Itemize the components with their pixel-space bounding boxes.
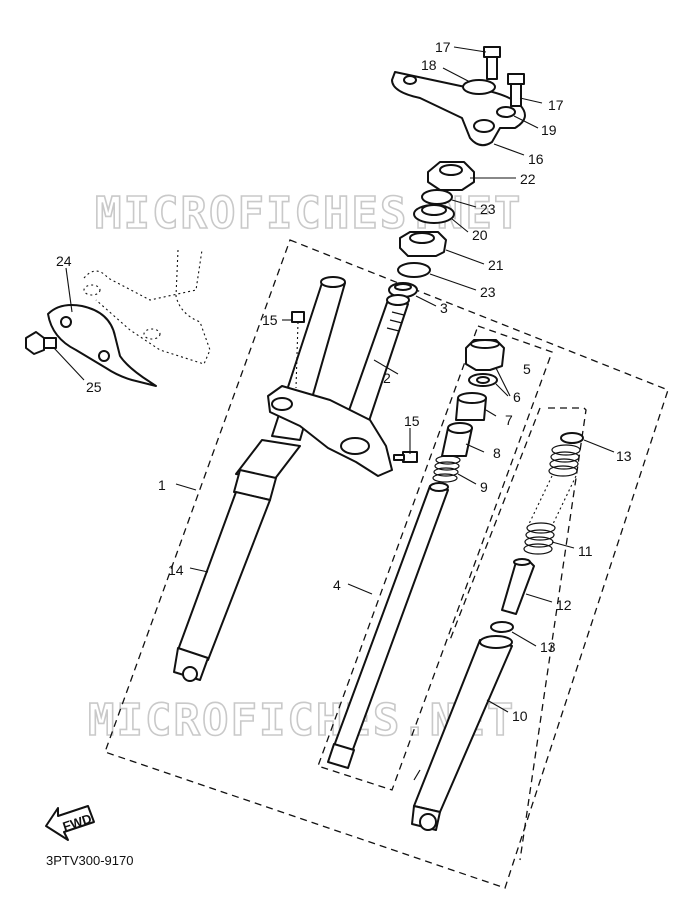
washer-18 (462, 79, 496, 95)
callout-labels: 17 18 17 19 16 22 23 20 21 23 3 15 5 2 6… (56, 39, 632, 724)
cover-mount-ghost (83, 249, 211, 365)
callout-9: 9 (480, 479, 488, 495)
callout-23-lower: 23 (480, 284, 496, 300)
callout-4: 4 (333, 577, 341, 593)
spacer-7 (455, 392, 487, 421)
callout-10: 10 (512, 708, 528, 724)
lower-bracket (267, 385, 393, 477)
callout-19: 19 (541, 122, 557, 138)
bolt-15-lower (393, 451, 418, 463)
ring-13-upper (560, 432, 584, 444)
callout-13-upper: 13 (616, 448, 632, 464)
callout-12: 12 (556, 597, 572, 613)
cover-24 (47, 304, 157, 387)
fwd-arrow-icon: FWD (45, 805, 95, 841)
callout-22: 22 (520, 171, 536, 187)
washer-23-lower (397, 262, 431, 278)
bolt-17-left (483, 46, 501, 80)
callout-14: 14 (168, 562, 184, 578)
spacer-8 (441, 422, 473, 457)
watermark-top: MICROFICHES.NET (95, 188, 522, 239)
callout-11: 11 (578, 543, 593, 559)
callout-17-right: 17 (548, 97, 564, 113)
callout-1: 1 (158, 477, 166, 493)
callout-25: 25 (86, 379, 102, 395)
callout-3: 3 (440, 300, 448, 316)
callout-6: 6 (513, 389, 521, 405)
inner-tube-4 (327, 482, 449, 769)
bearing-3 (388, 282, 418, 298)
callout-5: 5 (523, 361, 531, 377)
callout-2: 2 (383, 370, 391, 386)
ring-13-lower (490, 621, 514, 633)
callout-23-upper: 23 (480, 201, 496, 217)
callout-20: 20 (472, 227, 488, 243)
washer-23-upper (421, 189, 453, 205)
race-20 (413, 204, 455, 224)
callout-21: 21 (488, 257, 504, 273)
callout-15-upper: 15 (262, 312, 278, 328)
callout-16: 16 (528, 151, 544, 167)
outer-tube-10 (411, 635, 513, 831)
washer-6 (468, 373, 498, 387)
callout-17-left: 17 (435, 39, 451, 55)
piston-12 (501, 558, 535, 615)
left-fork-leg-14 (173, 439, 301, 682)
callout-18: 18 (421, 57, 437, 73)
callout-13-lower: 13 (540, 639, 556, 655)
nut-22 (427, 161, 475, 191)
bolt-15-upper (291, 311, 305, 389)
callout-8: 8 (493, 445, 501, 461)
callout-7: 7 (505, 412, 513, 428)
diagram-code: 3PTV300-9170 (46, 853, 133, 868)
bolt-17-right (507, 73, 525, 107)
spring-11 (523, 444, 581, 555)
leader-lines (53, 46, 615, 713)
assembly-boundaries (104, 239, 669, 889)
spring-9 (432, 455, 461, 483)
callout-15-lower: 15 (404, 413, 420, 429)
cap-5 (465, 339, 505, 371)
nut-19 (496, 106, 516, 118)
upper-bracket-16 (391, 71, 526, 147)
callout-24: 24 (56, 253, 72, 269)
race-21 (399, 231, 447, 257)
bolt-25 (25, 331, 57, 355)
